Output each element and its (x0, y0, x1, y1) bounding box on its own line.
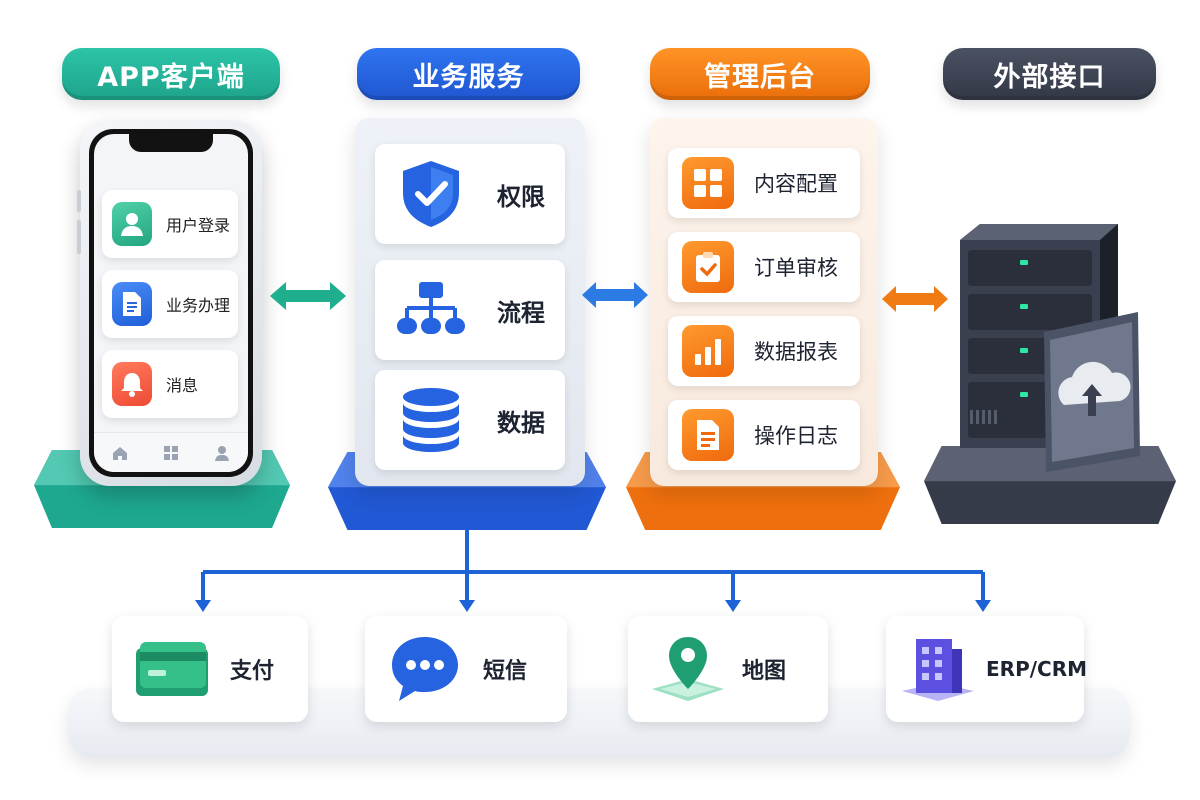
admin-backend-header: 管理后台 (650, 48, 870, 100)
app-service-double-arrow (270, 282, 346, 310)
third-party-label: 支付 (230, 659, 275, 684)
business-service-header: 业务服务 (357, 48, 580, 100)
third-party-payment[interactable]: 支付 (112, 616, 308, 722)
database-icon (395, 384, 467, 456)
admin-item-operation-log[interactable]: 操作日志 (668, 400, 860, 470)
external-interface-header: 外部接口 (943, 48, 1156, 100)
chat-bubble-icon (389, 633, 461, 705)
third-party-label: ERP/CRM (986, 657, 1088, 681)
bar-chart-icon (682, 325, 734, 377)
app-item-label: 用户登录 (166, 216, 231, 235)
phone-tabbar (94, 432, 248, 472)
admin-item-label: 操作日志 (754, 424, 838, 448)
home-icon[interactable] (112, 445, 128, 461)
third-party-label: 短信 (483, 659, 528, 684)
document-icon (682, 409, 734, 461)
map-pin-icon (648, 633, 728, 705)
grid-icon (682, 157, 734, 209)
admin-item-order-review[interactable]: 订单审核 (668, 232, 860, 302)
service-admin-double-arrow (582, 282, 648, 308)
server-cloud-upload-icon (950, 220, 1150, 490)
service-item-label: 权限 (497, 182, 545, 211)
admin-external-double-arrow (882, 286, 948, 312)
clipboard-check-icon (682, 241, 734, 293)
service-item-label: 流程 (497, 298, 545, 327)
service-distribution-connector (195, 530, 991, 612)
app-item-label: 业务办理 (166, 296, 231, 315)
phone-notch (129, 134, 213, 152)
third-party-label: 地图 (742, 659, 787, 684)
app-item-business[interactable]: 业务办理 (102, 270, 238, 338)
service-item-label: 数据 (497, 408, 545, 437)
service-item-data[interactable]: 数据 (375, 370, 565, 470)
shield-check-icon (395, 158, 467, 230)
service-item-permission[interactable]: 权限 (375, 144, 565, 244)
service-item-workflow[interactable]: 流程 (375, 260, 565, 360)
admin-item-data-report[interactable]: 数据报表 (668, 316, 860, 386)
profile-icon[interactable] (214, 445, 230, 461)
credit-card-icon (134, 638, 210, 700)
building-icon (900, 633, 976, 705)
third-party-erp-crm[interactable]: ERP/CRM (886, 616, 1088, 722)
phone-device: 用户登录 业务办理 消息 (77, 120, 262, 486)
user-icon (112, 202, 152, 246)
grid-icon[interactable] (163, 445, 179, 461)
admin-item-content-config[interactable]: 内容配置 (668, 148, 860, 218)
admin-item-label: 内容配置 (754, 172, 838, 196)
bell-icon (112, 362, 152, 406)
phone-side-button (77, 220, 81, 254)
app-item-messages[interactable]: 消息 (102, 350, 238, 418)
business-service-panel: 权限 流程 数据 (355, 118, 585, 486)
app-item-user-login[interactable]: 用户登录 (102, 190, 238, 258)
admin-item-label: 订单审核 (754, 256, 838, 280)
document-icon (112, 282, 152, 326)
admin-backend-panel: 内容配置 订单审核 数据报表 操作日志 (650, 118, 878, 486)
admin-item-label: 数据报表 (754, 340, 838, 364)
phone-screen: 用户登录 业务办理 消息 (94, 134, 248, 472)
phone-side-button (77, 190, 81, 212)
third-party-sms[interactable]: 短信 (365, 616, 567, 722)
third-party-map[interactable]: 地图 (628, 616, 828, 722)
app-client-header: APP客户端 (62, 48, 280, 100)
flowchart-icon (395, 274, 467, 346)
app-item-label: 消息 (166, 376, 199, 395)
